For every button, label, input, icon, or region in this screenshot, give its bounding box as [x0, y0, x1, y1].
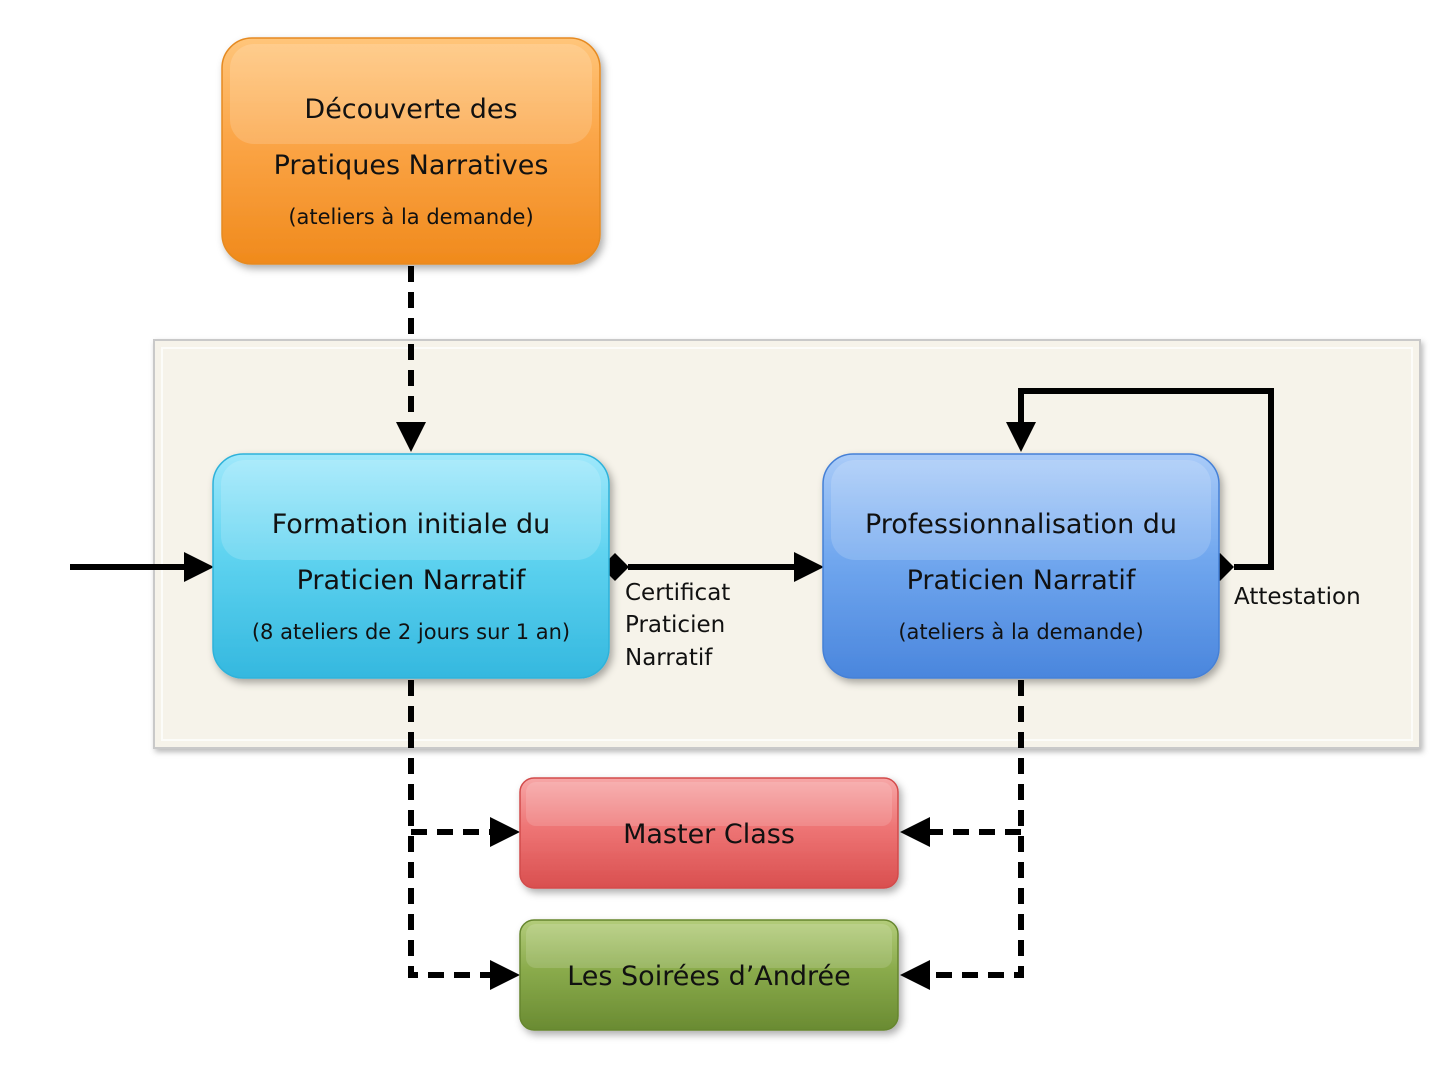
- node-professionnalisation-line1: Professionnalisation du: [865, 509, 1177, 540]
- edge-label-certificat-line3: Narratif: [625, 645, 713, 671]
- node-master-class-label: Master Class: [623, 819, 795, 850]
- node-professionnalisation-line3: (ateliers à la demande): [898, 620, 1143, 644]
- arrowhead-down-professionnalisation: [1006, 422, 1036, 452]
- arrowhead-right-formation: [184, 552, 214, 582]
- edge-professionnalisation-down: [928, 680, 1024, 978]
- node-formation-line3: (8 ateliers de 2 jours sur 1 an): [252, 620, 570, 644]
- node-professionnalisation-line2: Praticien Narratif: [907, 565, 1137, 596]
- node-decouverte-line2: Pratiques Narratives: [274, 150, 549, 181]
- node-formation-line1: Formation initiale du: [272, 509, 551, 540]
- node-master-class: Master Class: [519, 777, 899, 889]
- edge-label-certificat-line1: Certificat: [625, 580, 730, 606]
- arrowhead-right-soirees: [490, 960, 520, 990]
- connectors: [70, 266, 1274, 978]
- node-decouverte-line1: Découverte des: [304, 94, 517, 125]
- arrowhead-left-soirees: [900, 960, 930, 990]
- arrowhead-right-professionnalisation: [794, 552, 824, 582]
- node-formation-line2: Praticien Narratif: [297, 565, 527, 596]
- arrowhead-right-master-class: [490, 817, 520, 847]
- node-decouverte-line3: (ateliers à la demande): [288, 205, 533, 229]
- edge-professionnalisation-loop: [1018, 388, 1274, 570]
- edge-label-attestation: Attestation: [1234, 584, 1361, 610]
- node-decouverte: Découverte des Pratiques Narratives (ate…: [221, 37, 601, 265]
- arrowhead-left-master-class: [900, 817, 930, 847]
- node-soirees-label: Les Soirées d’Andrée: [567, 961, 851, 992]
- edge-formation-down: [408, 680, 492, 978]
- edge-label-certificat: Certificat Praticien Narratif: [625, 580, 730, 671]
- arrowhead-down-formation: [396, 422, 426, 452]
- node-soirees: Les Soirées d’Andrée: [519, 919, 899, 1031]
- node-formation: Formation initiale du Praticien Narratif…: [212, 453, 610, 679]
- node-professionnalisation: Professionnalisation du Praticien Narrat…: [822, 453, 1220, 679]
- edge-label-certificat-line2: Praticien: [625, 612, 725, 638]
